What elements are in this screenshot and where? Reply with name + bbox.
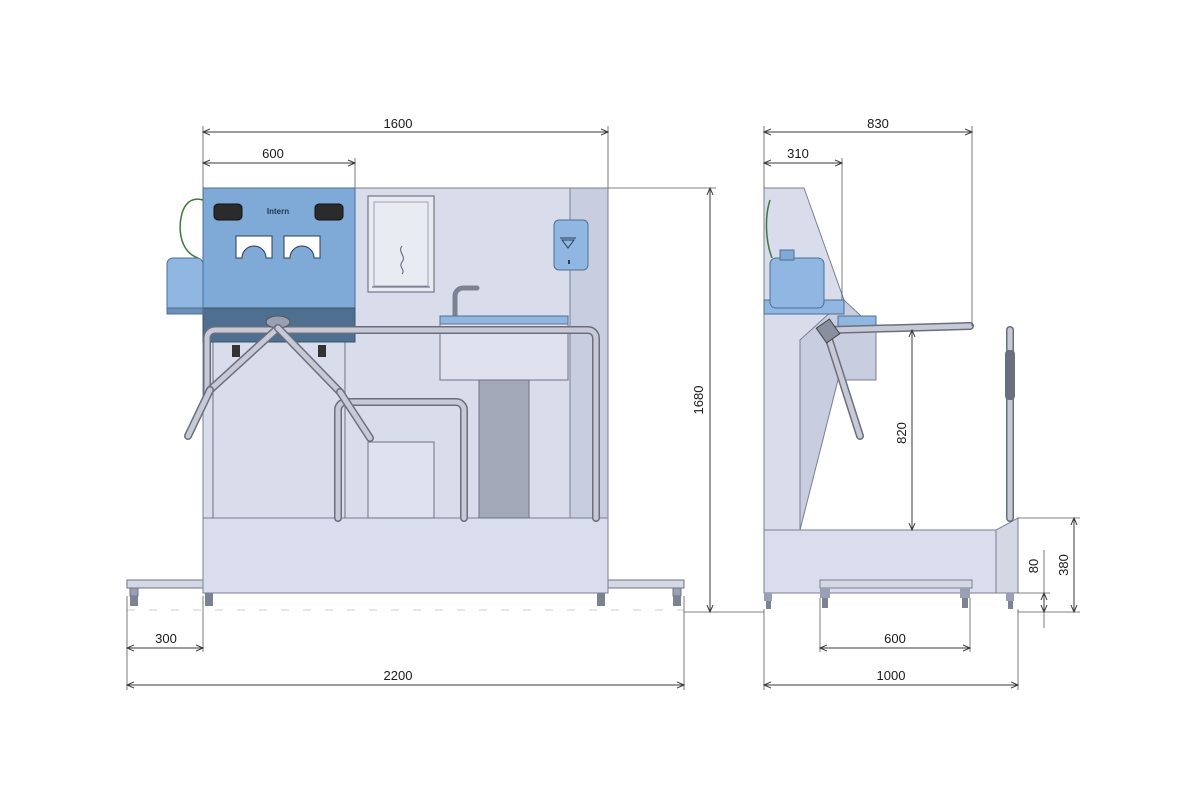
- hand-slot-right: [283, 235, 321, 259]
- side-base-frame: [763, 502, 1019, 609]
- turnstile-tripod: [184, 315, 374, 442]
- front-view: Intern: [127, 116, 764, 690]
- lower-access-door: [367, 441, 435, 519]
- side-view: 830 310 820 80 380 600 1000: [764, 116, 1080, 690]
- dim-overall-width: 1600: [384, 116, 413, 131]
- hand-slot-left: [235, 235, 273, 259]
- sensor-window-left: [213, 203, 243, 221]
- dim-base-overhang: 300: [155, 631, 177, 646]
- sensor-window-right: [314, 203, 344, 221]
- dim-platform-width: 600: [884, 631, 906, 646]
- front-bottom-plinth: [202, 517, 609, 594]
- dim-step-height: 80: [1026, 559, 1041, 573]
- dim-platform-height: 380: [1056, 554, 1071, 576]
- dim-dryer-width: 600: [262, 146, 284, 161]
- hand-dryer-unit: Intern: [202, 187, 356, 357]
- dim-base-depth: 1000: [877, 668, 906, 683]
- dim-arm-height: 820: [894, 422, 909, 444]
- side-turnstile-arm: [815, 318, 974, 440]
- dim-height: 1680: [691, 386, 706, 415]
- turnstile-rails: [203, 326, 600, 522]
- paper-towel-dispenser: [367, 195, 435, 293]
- front-dimensions: 1600 600 300 2200 1680: [127, 116, 764, 690]
- dim-total-base: 2200: [384, 668, 413, 683]
- side-soap-canister: [765, 199, 825, 309]
- brand-logo: Intern: [267, 207, 289, 216]
- dim-offset: 310: [787, 146, 809, 161]
- wall-soap-dispenser: [553, 219, 589, 271]
- soap-canister: [166, 198, 204, 315]
- dim-depth-top: 830: [867, 116, 889, 131]
- side-dimensions: 830 310 820 80 380 600 1000: [764, 116, 1080, 690]
- side-handrail: [1005, 326, 1015, 522]
